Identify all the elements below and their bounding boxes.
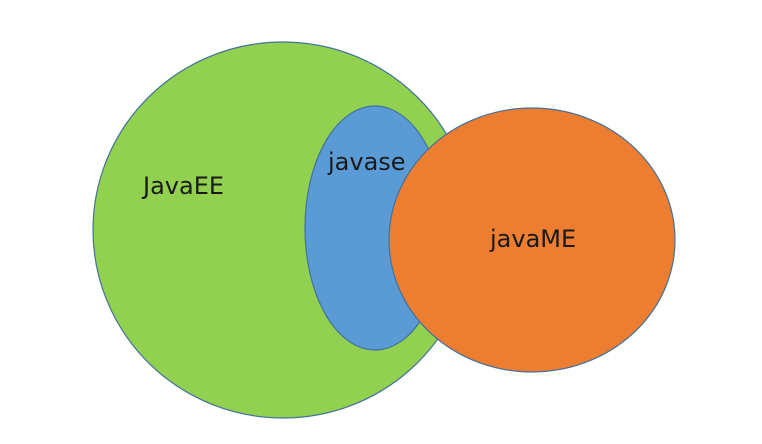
- javame-label: javaME: [489, 225, 576, 253]
- javaee-label: JavaEE: [141, 172, 224, 200]
- javame-circle: [388, 107, 676, 373]
- javase-label: javase: [327, 148, 406, 176]
